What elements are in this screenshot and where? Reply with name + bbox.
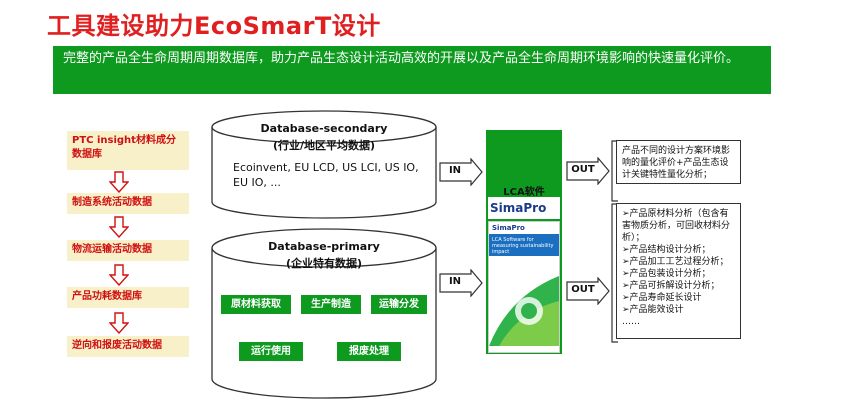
secondary-db-subtitle: (行业/地区平均数据) <box>272 139 376 152</box>
out-label-top: OUT <box>571 164 595 175</box>
stage-distribution: 运输分发 <box>371 295 427 314</box>
analysis-item: ➢产品寿命延长设计 <box>622 293 702 303</box>
primary-db-title: Database-primary <box>268 240 380 253</box>
primary-database-cylinder <box>211 228 437 399</box>
analysis-item: ➢产品加工工艺过程分析； <box>622 257 729 267</box>
lca-software-label: LCA软件 <box>503 187 545 198</box>
page-title: 工具建设助力EcoSmarT设计 <box>47 12 381 40</box>
stage-use: 运行使用 <box>239 342 303 361</box>
analysis-item: ➢产品原材料分析（包含有害物质分析，可回收材料分析）； <box>622 209 731 243</box>
secondary-database-cylinder <box>211 110 437 219</box>
down-arrow-icon <box>109 171 129 193</box>
step-material-db: PTC insight材料成分数据库 <box>67 131 189 170</box>
secondary-db-title: Database-secondary <box>260 122 388 135</box>
in-arrow-icon <box>439 269 483 297</box>
stage-raw-material: 原材料获取 <box>221 295 291 314</box>
simapro-cover-brand: SimaPro <box>492 224 525 232</box>
analysis-item: ➢产品包装设计分析； <box>622 269 711 279</box>
out-label-bottom: OUT <box>571 284 595 295</box>
primary-db-subtitle: (企业特有数据) <box>285 257 363 270</box>
down-arrow-icon <box>109 216 129 238</box>
bracket-icon <box>611 203 618 343</box>
secondary-db-content: Ecoinvent, EU LCD, US LCI, US IO, EU IO,… <box>233 161 419 189</box>
analysis-item: ➢产品结构设计分析； <box>622 245 711 255</box>
down-arrow-icon <box>109 264 129 286</box>
simapro-logo-text: SimaPro <box>490 201 547 215</box>
simapro-cover-graphic <box>489 276 559 346</box>
output-analysis-box: ➢产品原材料分析（包含有害物质分析，可回收材料分析）； ➢产品结构设计分析； ➢… <box>616 203 741 339</box>
stage-manufacturing: 生产制造 <box>301 295 361 314</box>
in-arrow-icon <box>439 158 483 186</box>
out-arrow-icon <box>566 157 610 185</box>
step-power-db: 产品功耗数据库 <box>67 287 189 308</box>
in-label-top: IN <box>448 165 462 176</box>
summary-banner: 完整的产品全生命周期周期数据库，助力产品生态设计活动高效的开展以及产品全生命周期… <box>53 46 771 94</box>
analysis-item: ➢产品可拆解设计分析； <box>622 281 720 291</box>
down-arrow-icon <box>109 312 129 334</box>
simapro-cover-text: LCA Software for measuring sustainabilit… <box>489 234 559 256</box>
bracket-icon <box>611 140 618 202</box>
step-manufacturing: 制造系统活动数据 <box>67 193 189 214</box>
step-reverse-disposal: 逆向和报废活动数据 <box>67 336 189 357</box>
stage-disposal: 报废处理 <box>337 342 401 361</box>
out-arrow-icon <box>566 277 610 305</box>
in-label-bottom: IN <box>448 276 462 287</box>
analysis-item: ➢产品能效设计 <box>622 305 684 315</box>
analysis-item: …… <box>622 317 640 327</box>
simapro-logo: SimaPro <box>488 197 560 219</box>
simapro-cover: SimaPro LCA Software for measuring susta… <box>488 221 560 353</box>
step-logistics: 物流运输活动数据 <box>67 240 189 261</box>
output-assessment-box: 产品不同的设计方案环境影响的量化评价+产品生态设计关键特性量化分析； <box>616 140 741 184</box>
